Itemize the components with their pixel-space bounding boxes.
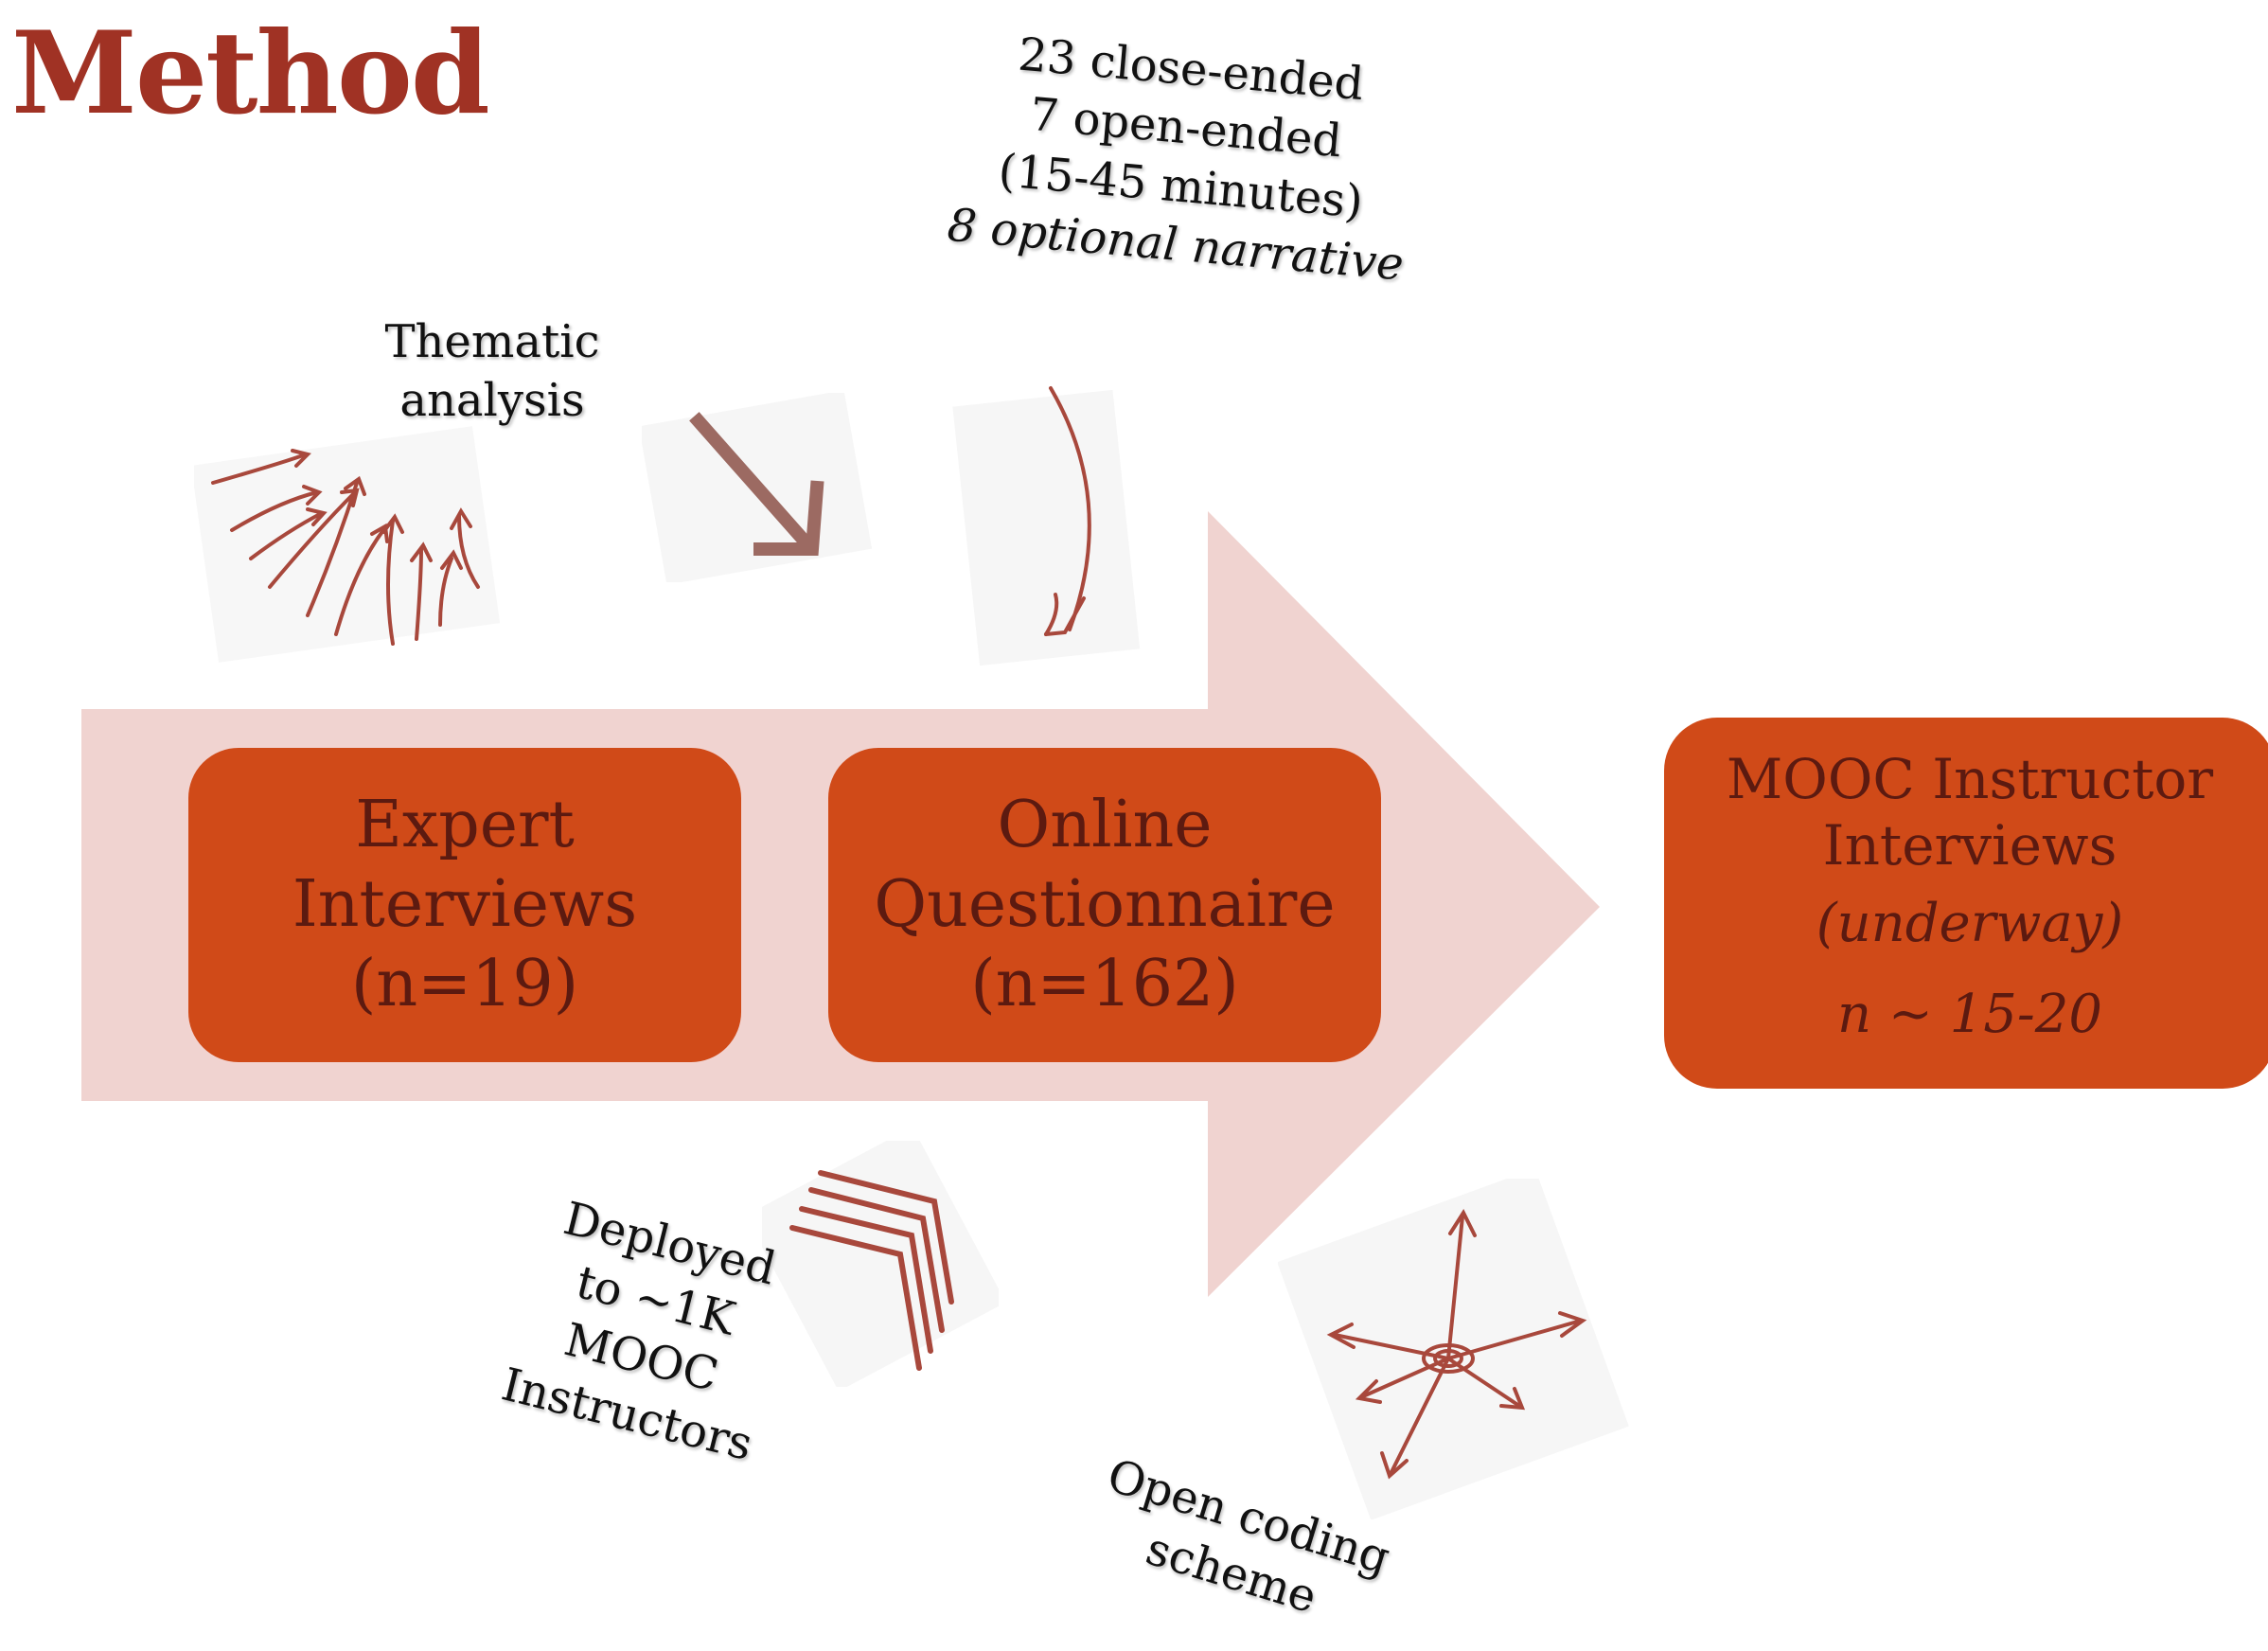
stage-line: (n=19)	[350, 947, 579, 1021]
stage-mooc-instructor-interviews: MOOC Instructor Interviews (underway) n …	[1664, 718, 2268, 1089]
arrow-fan-sketch-icon	[190, 426, 516, 676]
stage-line: MOOC Instructor	[1726, 747, 2214, 811]
stage-line: Questionnaire	[874, 867, 1336, 942]
curved-arrow-sketch-icon	[951, 379, 1150, 676]
thematic-analysis-note: Thematic analysis	[374, 312, 611, 430]
stage-line: Expert	[355, 788, 575, 862]
stage-line: Interviews	[1822, 813, 2117, 878]
note-line: Thematic	[384, 315, 600, 368]
diagonal-arrow-sketch-icon	[638, 390, 878, 586]
chevron-sketch-icon	[745, 1127, 1006, 1392]
stage-status: (underway)	[1816, 893, 2124, 954]
page-title: Method	[11, 7, 490, 140]
questionnaire-details-note: 23 close-ended 7 open-ended (15-45 minut…	[937, 20, 1429, 295]
note-line: analysis	[399, 374, 585, 427]
compass-sketch-icon	[1277, 1168, 1638, 1523]
stage-line: (n=162)	[970, 947, 1239, 1021]
stage-line: Online	[997, 788, 1213, 862]
stage-line: Interviews	[292, 867, 638, 942]
stage-sample-size: n ~ 15-20	[1836, 984, 2103, 1045]
stage-expert-interviews: Expert Interviews (n=19)	[186, 745, 744, 1065]
stage-online-questionnaire: Online Questionnaire (n=162)	[825, 745, 1384, 1065]
